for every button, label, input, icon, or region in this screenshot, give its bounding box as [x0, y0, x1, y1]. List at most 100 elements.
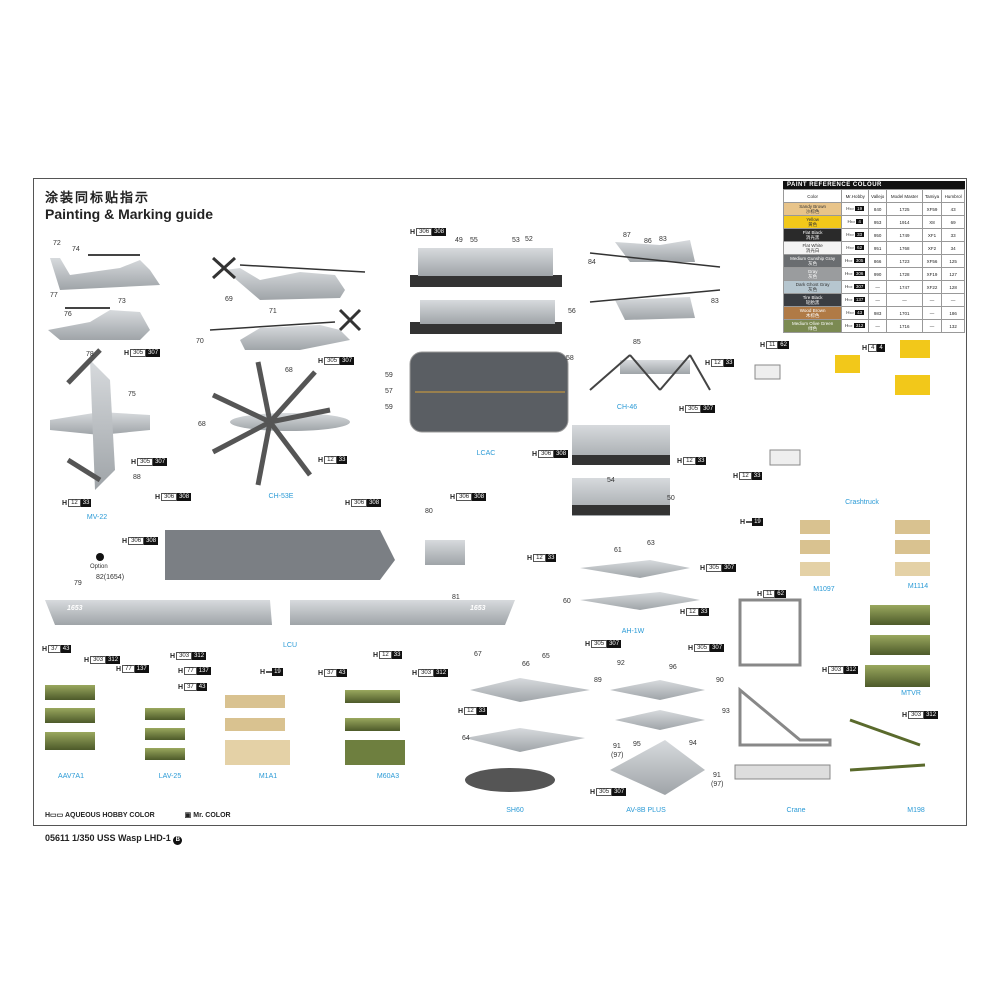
tamiya-code: XF22 — [921, 280, 943, 294]
callout: 76 — [64, 311, 72, 318]
callout: 68 — [285, 367, 293, 374]
paint-name: Gray — [807, 269, 818, 274]
callout: 72 — [53, 240, 61, 247]
ch53e-drawing — [209, 256, 366, 486]
paint-name: Wood Brown — [799, 308, 826, 313]
vallejo-code: 840 — [868, 202, 888, 216]
lcac-drawing — [409, 248, 670, 516]
paint-name-cn: 灰色 — [808, 274, 818, 279]
tamiya-code: — — [921, 293, 943, 307]
paint-name: Sandy Brown — [799, 204, 826, 209]
callout: 56 — [568, 308, 576, 315]
label-m60a3: M60A3 — [376, 773, 400, 780]
humbrol-code: 128 — [941, 280, 965, 294]
paint-name-cn: 灰色 — [808, 261, 818, 266]
col-header: Mr.Hobby — [841, 189, 870, 203]
callout: 60 — [563, 598, 571, 605]
callout: 85 — [633, 339, 641, 346]
callout: 94 — [689, 740, 697, 747]
callout: 89 — [594, 677, 602, 684]
model-master-code: 1716 — [886, 319, 923, 333]
humbrol-code: 132 — [941, 319, 965, 333]
humbrol-code: 127 — [941, 267, 965, 281]
vallejo-code: — — [868, 280, 888, 294]
hobby-code: H▭ 306 — [841, 267, 870, 281]
callout: 70 — [196, 338, 204, 345]
callout: 52 — [525, 236, 533, 243]
callout: 91 — [713, 772, 721, 779]
paint-name: Flat Black — [802, 230, 823, 235]
hobby-code: H▭ 43 — [841, 306, 870, 320]
callout: 96 — [669, 664, 677, 671]
callout: 75 — [128, 391, 136, 398]
callout: 95 — [633, 741, 641, 748]
label-sh60: SH60 — [506, 807, 524, 814]
label-av8b: AV-8B PLUS — [626, 807, 666, 814]
model-master-code: 1747 — [886, 280, 923, 294]
callout: (97) — [711, 781, 724, 788]
page-b-icon: B — [173, 836, 183, 845]
callout: 77 — [50, 292, 58, 299]
callout: 61 — [614, 547, 622, 554]
hobby-code: H▭ 62 — [841, 241, 870, 255]
hobby-code: H▭ 307 — [841, 280, 870, 294]
callout: 71 — [269, 308, 277, 315]
callout: 49 — [455, 237, 463, 244]
callout: 65 — [542, 653, 550, 660]
humbrol-code: 125 — [941, 254, 965, 268]
label-m1097: M1097 — [813, 586, 835, 593]
callout: 83 — [659, 236, 667, 243]
hobby-code: H▭ 305 — [841, 254, 870, 268]
col-header: Vallejo — [868, 189, 888, 203]
tamiya-code: — — [921, 306, 943, 320]
paint-name-cn: 木棕色 — [805, 313, 820, 318]
hobby-code: H▭ 19 — [841, 202, 870, 216]
product-title: 05611 1/350 USS Wasp LHD-1 — [45, 833, 171, 843]
vallejo-code: 990 — [868, 267, 888, 281]
label-lcu: LCU — [282, 642, 298, 649]
paint-name: Tire Black — [802, 295, 823, 300]
model-master-code: 1725 — [886, 202, 923, 216]
legend-hobby: AQUEOUS HOBBY COLOR — [64, 812, 155, 819]
callout: 73 — [118, 298, 126, 305]
paint-name-cn: 灰色 — [808, 287, 818, 292]
vallejo-code: 866 — [868, 254, 888, 268]
option-marker-icon — [96, 553, 104, 561]
page-title: Painting & Marking guide — [45, 206, 214, 222]
callout: 63 — [647, 540, 655, 547]
product-code: 05611 1/350 USS Wasp LHD-1 B — [45, 833, 183, 845]
lcu-drawing — [45, 530, 515, 625]
col-header: Color — [782, 189, 843, 203]
paint-name: Flat White — [802, 243, 823, 248]
callout: 69 — [225, 296, 233, 303]
label-m198: M198 — [907, 807, 925, 814]
label-crashtruck: Crashtruck — [845, 499, 879, 506]
label-ch46: CH-46 — [616, 404, 638, 411]
tamiya-code: X8 — [921, 215, 943, 229]
